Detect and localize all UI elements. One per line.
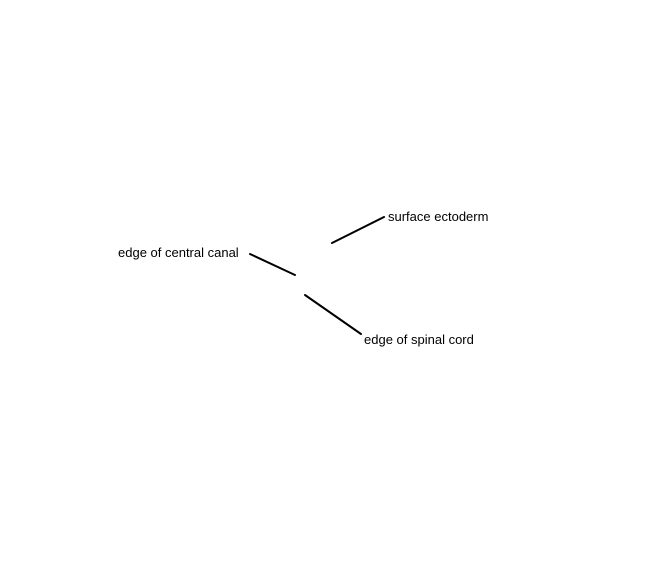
- leader-line-surface-ectoderm: [331, 216, 385, 244]
- leader-line-central-canal: [249, 253, 296, 276]
- label-edge-of-central-canal: edge of central canal: [118, 245, 239, 260]
- label-edge-of-spinal-cord: edge of spinal cord: [364, 332, 474, 347]
- leader-line-spinal-cord: [304, 294, 362, 335]
- label-surface-ectoderm: surface ectoderm: [388, 209, 489, 224]
